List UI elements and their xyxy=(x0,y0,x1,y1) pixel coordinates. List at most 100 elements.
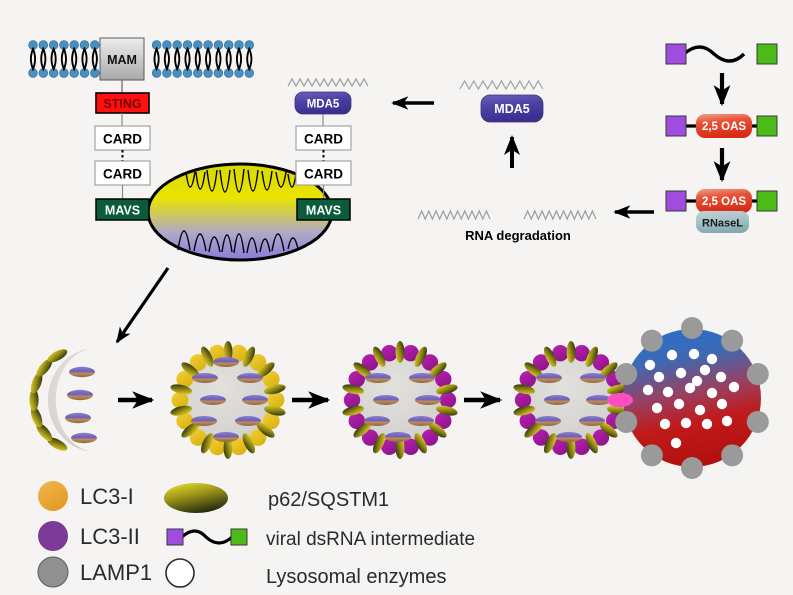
p62-marker xyxy=(342,405,364,416)
dsrna-oas-complex[interactable]: 2,5 OAS xyxy=(665,114,778,138)
mam-box[interactable]: MAM xyxy=(99,37,145,81)
lysosomal-enzyme xyxy=(688,348,700,360)
lysosomal-enzyme xyxy=(680,417,692,429)
lysosome[interactable] xyxy=(615,317,769,479)
lc3-marker xyxy=(421,429,439,446)
legend-label-lamp1: LAMP1 xyxy=(80,560,152,585)
lc3-marker xyxy=(361,354,379,371)
rna-fragment-icon-left xyxy=(417,209,491,221)
lysosomal-enzyme xyxy=(716,398,728,410)
mda5-node-center[interactable]: MDA5 xyxy=(480,94,544,123)
lc3-marker xyxy=(532,429,550,446)
lipid-tail xyxy=(60,46,67,72)
lc3-marker xyxy=(532,354,550,371)
card-lower-label: CARD xyxy=(103,167,142,182)
oas-box[interactable] xyxy=(696,189,752,213)
rnasel-box[interactable] xyxy=(696,211,749,233)
cargo-particle xyxy=(579,416,605,426)
lysosomal-enzyme-swatch-icon xyxy=(165,558,195,588)
lamp1-marker xyxy=(721,444,744,467)
oas-rnasel-pathway: 2,5 OAS 2,5 OAS RNaseL xyxy=(613,43,778,233)
lysosome-body xyxy=(623,329,761,467)
lamp1-marker xyxy=(721,329,744,352)
lc3-marker xyxy=(402,345,419,362)
lc3-marker xyxy=(171,391,189,409)
card-upper-label: CARD xyxy=(103,132,142,147)
lc3-marker xyxy=(592,429,610,446)
sting-node[interactable]: STING xyxy=(95,92,150,114)
lipid-tail xyxy=(194,46,201,72)
lc3-marker xyxy=(573,345,590,362)
right-card-lower[interactable]: CARD xyxy=(295,160,352,186)
phagophore-membrane xyxy=(48,348,96,452)
p62-marker xyxy=(585,346,599,367)
mda5-node-right[interactable]: MDA5 xyxy=(294,91,352,115)
lipid-tail xyxy=(81,46,88,72)
p62-marker xyxy=(200,433,214,454)
p62-marker xyxy=(414,433,428,454)
p62-marker xyxy=(353,362,372,378)
lc3-marker xyxy=(361,429,379,446)
left-mavs-node[interactable]: MAVS xyxy=(95,198,150,221)
cargo-particle xyxy=(536,373,562,383)
lysosomal-enzyme xyxy=(670,437,682,449)
lc3-marker xyxy=(262,370,280,388)
p62-marker xyxy=(607,384,629,395)
oas-box[interactable] xyxy=(696,114,752,138)
lysosomal-enzyme xyxy=(659,418,671,430)
dsrna-right-square xyxy=(756,43,778,65)
lc3-marker xyxy=(435,412,452,430)
cargo-particle xyxy=(235,416,261,426)
p62-marker xyxy=(543,346,557,367)
lc3-marker xyxy=(348,412,365,430)
lamp1-marker xyxy=(640,444,663,467)
lysosomal-enzyme xyxy=(642,384,654,396)
lysosomal-enzyme xyxy=(699,364,711,376)
lc3-marker xyxy=(381,438,398,455)
autophagosome-lc3i[interactable] xyxy=(170,341,287,459)
p62-marker xyxy=(428,422,447,438)
p62-marker xyxy=(181,362,200,378)
lysosomal-enzyme xyxy=(651,402,663,414)
lc3ii-swatch-icon xyxy=(38,521,68,551)
cargo-particle xyxy=(415,395,441,405)
lc3-marker xyxy=(189,354,207,371)
cargo-particle xyxy=(213,432,239,442)
legend-row-enzymes: Lysosomal enzymes xyxy=(165,558,446,588)
right-signaling-chain: MDA5 CARD CARD MAVS xyxy=(287,77,369,221)
lipid-tail xyxy=(174,46,181,72)
right-mavs-node[interactable]: MAVS xyxy=(296,198,351,221)
left-card-lower[interactable]: CARD xyxy=(94,160,151,186)
cargo-particle xyxy=(385,432,411,442)
lamp1-marker xyxy=(746,410,769,433)
p62-marker xyxy=(30,372,43,394)
dsrna-left-square xyxy=(665,190,687,212)
left-card-upper[interactable]: CARD xyxy=(94,125,151,151)
dsrna-free[interactable] xyxy=(665,43,778,65)
autophagosome-lc3ii[interactable] xyxy=(342,341,459,459)
phagophore[interactable] xyxy=(29,347,97,454)
p62-marker xyxy=(47,349,68,363)
rna-squiggle-icon xyxy=(287,77,369,88)
autophagosome-docking[interactable] xyxy=(513,341,630,459)
dsrna-swatch-strand xyxy=(180,529,234,545)
lc3i-swatch-icon xyxy=(38,481,68,511)
lc3-marker xyxy=(249,354,267,371)
p62-marker xyxy=(524,362,543,378)
p62-marker xyxy=(47,437,68,451)
p62-marker xyxy=(256,422,275,438)
lamp1-swatch-icon xyxy=(37,556,69,588)
lc3-marker xyxy=(519,370,536,388)
lc3-marker xyxy=(176,370,194,388)
mda5-label-right: MDA5 xyxy=(307,99,340,111)
cargo-particle xyxy=(67,389,93,401)
lysosomal-enzyme xyxy=(701,418,713,430)
cargo-particle xyxy=(200,395,226,405)
lc3-marker xyxy=(552,438,569,455)
lipid-tail xyxy=(205,46,212,72)
cargo-particle xyxy=(544,395,570,405)
dsrna-oas-rnasel-complex[interactable]: 2,5 OAS RNaseL xyxy=(665,189,778,233)
dsrna-left-square xyxy=(665,115,687,137)
right-card-upper[interactable]: CARD xyxy=(295,125,352,151)
legend-row-lc3i: LC3-I xyxy=(38,481,134,511)
